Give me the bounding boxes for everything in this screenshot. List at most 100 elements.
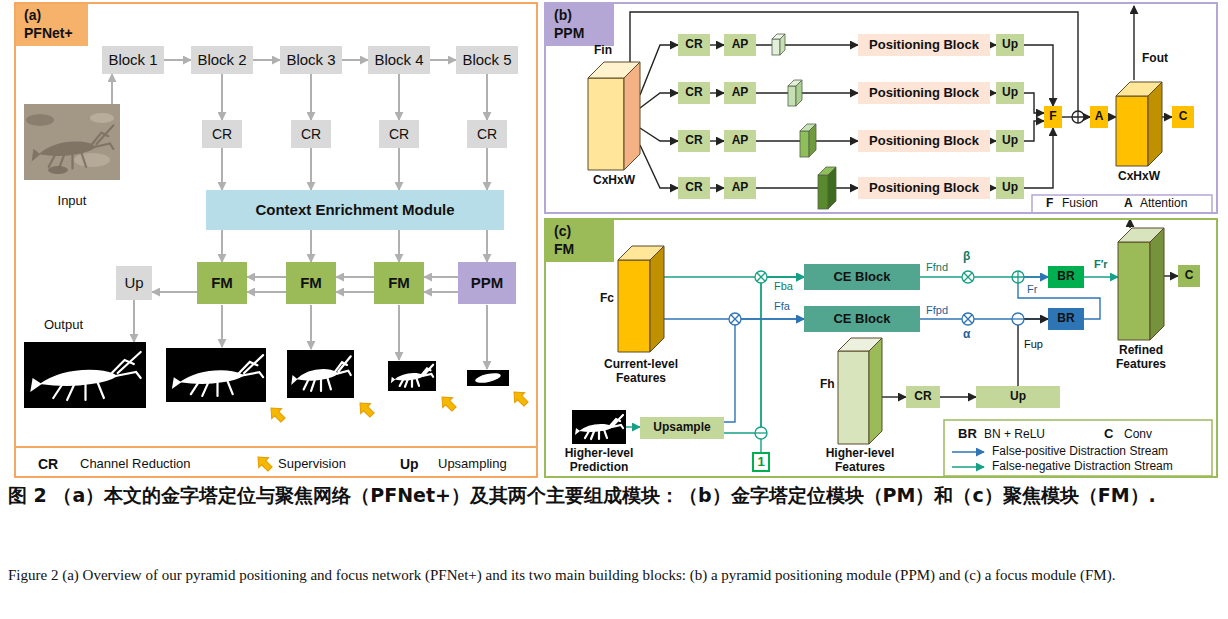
legend-separator [15,446,537,448]
process-box: AP [724,34,756,56]
node-text: Up [1002,38,1018,52]
cube-face [618,260,650,352]
node-text: A [1095,110,1104,124]
feature-cube: FinCxHxW [588,62,640,170]
add-symbol [1072,111,1084,123]
output-arrow [1133,6,1134,80]
legend-entry: False-negative Distraction Stream [992,460,1173,474]
connector [486,230,488,262]
figure-caption: 图 2 （a）本文的金字塔定位与聚焦网络（PFNet+）及其两个主要组成模块：（… [8,482,1220,509]
connector [1162,116,1172,117]
feature-cube: FcCurrent-level Features [618,246,664,352]
supervision-arrow [355,398,377,420]
multiply-symbol [962,313,974,325]
label: Fr [1027,283,1037,296]
process-box: Block 4 [368,46,430,74]
node-text: PPM [471,274,504,291]
multiply-symbol [962,271,974,283]
process-box: Positioning Block [858,82,990,104]
node-text: (c) [554,223,571,239]
label: F′r [1094,258,1108,271]
label: Ffnd [926,261,948,274]
node-text: AP [732,86,749,100]
connector [710,44,724,45]
process-box: CR [467,120,507,148]
subtract-symbol [1012,313,1024,325]
process-box: C [1178,265,1200,287]
connector [710,92,724,93]
process-box: CR [379,120,419,148]
panel: (a)PFNet+Block 1Block 2Block 3Block 4Blo… [14,2,538,478]
legend-entry: BN + ReLU [984,428,1045,442]
process-box: PPM [458,262,516,304]
process-box: Up [116,266,152,300]
connector [398,74,400,120]
supervision-arrow [437,392,459,414]
node-text: Higher-level Features [812,447,908,475]
pooled-feature [772,34,836,209]
node-text: Input [24,194,120,209]
connector [940,396,976,397]
sand-texture [26,114,54,126]
label: Figure 2 (a) Overview of our pyramid pos… [8,566,1220,586]
process-box: CR [678,82,710,104]
process-box: Block 3 [280,46,342,74]
panel-tab [15,3,88,46]
node-text: (a) [24,7,41,23]
feature-cube-outline [1118,228,1164,340]
process-box: Up [996,34,1024,56]
node-text: AP [732,134,749,148]
node-text: CE Block [833,312,890,327]
connector [486,148,488,190]
prediction-shape [30,352,140,400]
prediction-arrow [486,305,488,369]
cube-face [588,78,624,170]
connector [221,148,223,190]
feature-cube-outline [1116,82,1162,166]
process-box: CR [202,120,242,148]
cube-face [1150,228,1164,340]
legend-entry: Supervision [278,457,346,472]
node-text: Up [1002,86,1018,100]
node-text: Block 1 [108,51,157,68]
label: Ffa [774,300,790,313]
supervision-arrow [266,403,288,425]
legend-text: Fusion [1062,196,1098,210]
process-box: A [1090,106,1108,128]
node-text: Context Enrichment Module [255,201,454,218]
legend-text: False-negative Distraction Stream [992,459,1173,473]
process-box: Positioning Block [858,177,990,199]
prediction-map [388,361,436,391]
node-text: Fc [600,292,614,306]
process-box: AP [724,82,756,104]
node-text: FM [388,274,410,291]
node-text: Block 2 [197,51,246,68]
node-text: CR [477,126,497,142]
label: Fup [1024,338,1043,351]
panel: (c)FMFcCurrent-level FeaturesCE BlockBRC… [544,218,1218,478]
node-text: CR [914,390,931,404]
connector [1024,93,1044,113]
process-box: Positioning Block [858,130,990,152]
sand-texture [74,153,110,167]
process-box: CE Block [804,306,920,332]
node-text: CE Block [833,270,890,285]
process-box: BR [1048,266,1084,288]
prediction-map [24,342,146,408]
label: CR [38,456,58,472]
label: A [1124,197,1133,211]
feature-cube-outline [618,246,664,352]
connector [756,44,858,45]
node-text: Higher-level Prediction [559,447,639,475]
connector [336,276,374,278]
feature-cube-outline [838,338,882,444]
feature-cube: Refined Features [1118,228,1164,340]
node-text: Up [1002,181,1018,195]
process-box: CR [906,386,940,408]
node-text: (b) [554,7,572,23]
node-text: BR [1057,312,1074,326]
node-text: Current-level Features [592,358,690,386]
label: β [963,250,970,264]
process-box: CE Block [804,264,920,290]
label: F [1046,197,1053,211]
